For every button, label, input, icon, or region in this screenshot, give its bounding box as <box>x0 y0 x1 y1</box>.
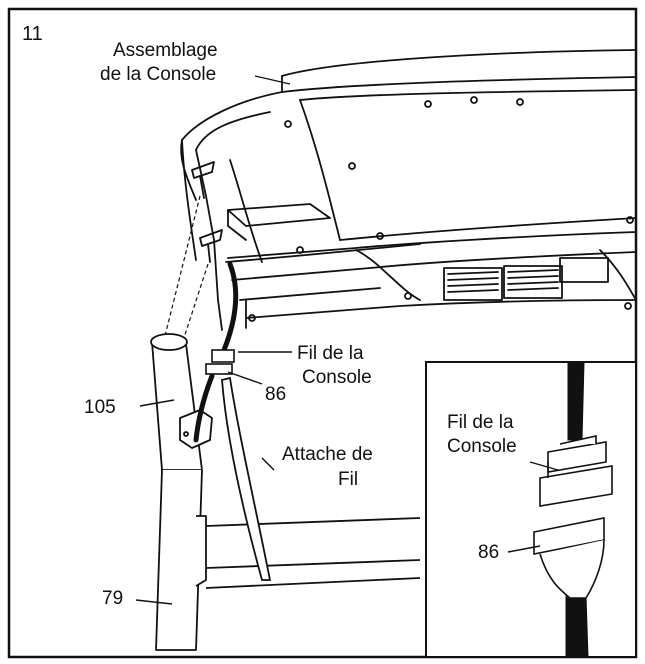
inset-label-86: 86 <box>478 542 499 563</box>
outer-frame <box>7 7 638 659</box>
label-wire-tie-1: Attache de <box>282 444 373 465</box>
label-console-assembly-1: Assemblage <box>113 40 218 61</box>
label-console-assembly-2: de la Console <box>100 64 216 85</box>
step-number: 11 <box>22 23 43 45</box>
inset-connector-top <box>539 435 613 507</box>
inset-label-wire-1: Fil de la <box>447 412 514 433</box>
wire-tie <box>221 376 272 581</box>
upright-79 <box>155 469 207 651</box>
label-part-105: 105 <box>84 397 116 418</box>
base-rails <box>205 517 421 589</box>
inset-connector-bottom <box>533 517 605 599</box>
inset-panel <box>425 361 637 658</box>
alignment-lines <box>163 195 209 351</box>
inset-label-wire-2: Console <box>447 436 517 457</box>
label-part-86: 86 <box>265 384 286 405</box>
label-wire-tie-2: Fil <box>338 469 358 490</box>
leader-lines <box>135 75 292 605</box>
console-wire <box>193 261 239 443</box>
inset-leaders <box>507 461 559 553</box>
label-console-wire-2: Console <box>302 367 372 388</box>
label-console-wire-1: Fil de la <box>297 343 364 364</box>
inset-wire <box>565 361 589 658</box>
label-part-79: 79 <box>102 588 123 609</box>
main-connector <box>205 349 235 375</box>
console-assembly-drawing <box>180 49 637 331</box>
